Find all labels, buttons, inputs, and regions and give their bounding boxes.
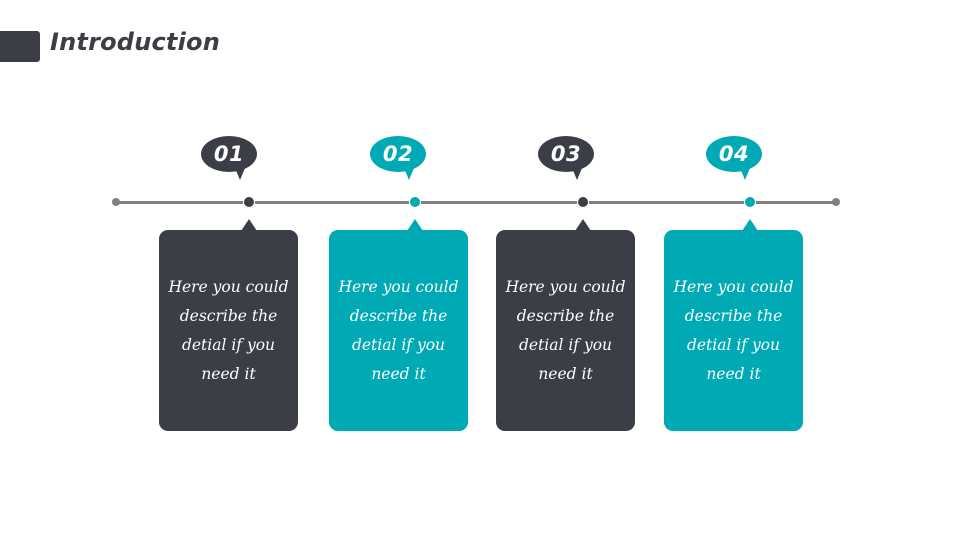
- step-card-pointer-3: [575, 219, 591, 231]
- step-card-1: Here you could describe the detial if yo…: [159, 230, 298, 431]
- step-number-bubble-4: 04: [706, 136, 762, 172]
- step-bubble-tail-4: [740, 168, 750, 180]
- step-number-bubble-2: 02: [370, 136, 426, 172]
- step-bubble-tail-3: [572, 168, 582, 180]
- timeline-node-2: [409, 196, 421, 208]
- step-card-text-3: Here you could describe the detial if yo…: [505, 277, 626, 383]
- title-accent-block: [0, 31, 40, 62]
- page-title: Introduction: [50, 28, 220, 56]
- step-card-pointer-2: [407, 219, 423, 231]
- timeline-end-dot: [832, 198, 840, 206]
- step-card-3: Here you could describe the detial if yo…: [496, 230, 635, 431]
- timeline-line: [116, 201, 836, 204]
- timeline-start-dot: [112, 198, 120, 206]
- step-card-4: Here you could describe the detial if yo…: [664, 230, 803, 431]
- timeline-node-3: [577, 196, 589, 208]
- timeline-node-4: [744, 196, 756, 208]
- step-card-text-4: Here you could describe the detial if yo…: [673, 277, 794, 383]
- step-card-text-1: Here you could describe the detial if yo…: [168, 277, 289, 383]
- step-card-2: Here you could describe the detial if yo…: [329, 230, 468, 431]
- step-card-pointer-1: [241, 219, 257, 231]
- step-bubble-tail-2: [404, 168, 414, 180]
- step-card-pointer-4: [742, 219, 758, 231]
- timeline-node-1: [243, 196, 255, 208]
- step-number-bubble-3: 03: [538, 136, 594, 172]
- step-bubble-tail-1: [235, 168, 245, 180]
- step-card-text-2: Here you could describe the detial if yo…: [338, 277, 459, 383]
- step-number-bubble-1: 01: [201, 136, 257, 172]
